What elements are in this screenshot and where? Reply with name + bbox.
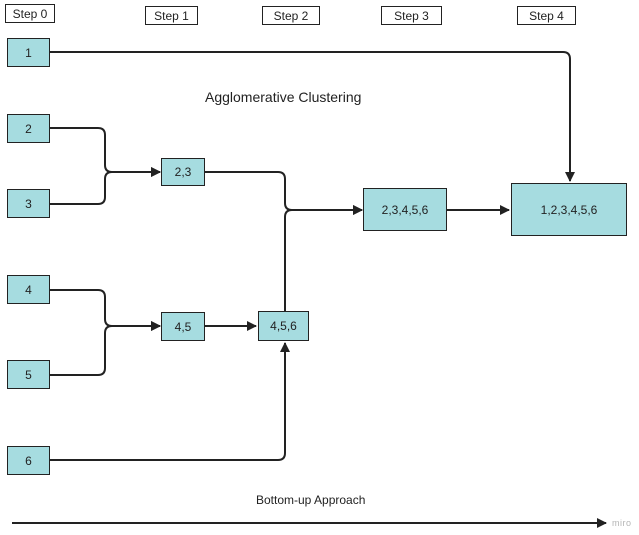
step-3-label: Step 3 (381, 6, 442, 25)
step-0-label: Step 0 (5, 4, 55, 23)
edge-3-to-23 (50, 167, 161, 205)
node-1-2-3-4-5-6: 1,2,3,4,5,6 (511, 183, 627, 236)
step-4-label: Step 4 (517, 6, 576, 25)
edge-5-to-45 (50, 321, 161, 376)
node-4: 4 (7, 275, 50, 304)
node-5: 5 (7, 360, 50, 389)
node-1: 1 (7, 38, 50, 67)
edge-456-to-23456 (284, 205, 363, 311)
edge-1-to-all (50, 51, 575, 182)
step-1-label: Step 1 (145, 6, 198, 25)
node-6: 6 (7, 446, 50, 475)
diagram-title: Agglomerative Clustering (205, 89, 362, 105)
node-4-5-6: 4,5,6 (258, 311, 309, 341)
node-2: 2 (7, 114, 50, 143)
node-2-3-4-5-6: 2,3,4,5,6 (363, 188, 447, 231)
node-4-5: 4,5 (161, 312, 205, 341)
node-2-3: 2,3 (161, 158, 205, 186)
edge-4-to-45 (50, 289, 161, 331)
edge-6-to-456 (50, 342, 290, 461)
approach-label: Bottom-up Approach (256, 493, 366, 507)
edge-23-to-23456 (205, 171, 363, 215)
node-3: 3 (7, 189, 50, 218)
step-2-label: Step 2 (262, 6, 320, 25)
edge-2-to-23 (50, 127, 161, 177)
miro-watermark: miro (612, 518, 632, 528)
